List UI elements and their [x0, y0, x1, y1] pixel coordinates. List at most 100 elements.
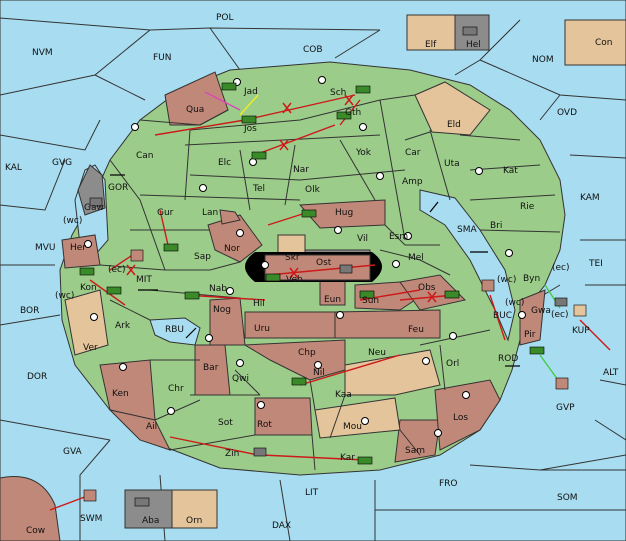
label-gor: GOR [108, 183, 128, 193]
label-nil: Nil [313, 368, 325, 378]
label-kam: KAM [580, 193, 600, 203]
label-kat: Kat [503, 166, 518, 176]
label-fro: FRO [439, 479, 458, 489]
label-elf: Elf [425, 40, 437, 50]
label-mel: Mel [408, 253, 424, 263]
label-car: Car [405, 148, 421, 158]
label-sun: Sun [362, 296, 379, 306]
label-obs: Obs [418, 283, 436, 293]
label-kon: Kon [80, 283, 97, 293]
label-sot: Sot [218, 418, 233, 428]
label-nom: NOM [532, 55, 554, 65]
label-feu: Feu [408, 325, 424, 335]
label-gaw: Gaw [84, 203, 104, 213]
label-elc: Elc [218, 158, 231, 168]
label-bor: BOR [20, 306, 39, 316]
label-wc1: (wc) [63, 216, 82, 226]
label-wc2: (wc) [55, 291, 74, 301]
label-cow: Cow [26, 526, 45, 536]
label-mit: MIT [136, 275, 152, 285]
label-cob: COB [303, 45, 323, 55]
label-byn: Byn [523, 274, 540, 284]
label-los: Los [453, 413, 468, 423]
label-kaa: Kaa [335, 390, 352, 400]
move-arrows [49, 94, 611, 511]
label-hil: Hil [253, 299, 265, 309]
label-ec2: (ec) [552, 263, 570, 273]
label-pir: Pir [524, 330, 536, 340]
label-bar: Bar [203, 363, 219, 373]
support-arrow-magenta [204, 91, 241, 111]
label-ost: Ost [316, 258, 332, 268]
label-ovd: OVD [557, 108, 577, 118]
label-ec3: (ec) [551, 310, 569, 320]
label-gvp: GVP [556, 403, 575, 413]
label-vil: Vil [357, 234, 368, 244]
label-nor: Nor [224, 244, 240, 254]
label-rod: ROD [498, 354, 518, 364]
inner-sea-sma [419, 189, 516, 342]
label-nab: Nab [209, 284, 227, 294]
label-chr: Chr [168, 384, 184, 394]
label-olk: Olk [305, 185, 321, 195]
label-rot: Rot [257, 420, 272, 430]
label-mou: Mou [343, 422, 362, 432]
label-orl: Orl [446, 359, 459, 369]
canal-arrows [110, 174, 520, 367]
label-sap: Sap [194, 252, 211, 262]
label-tel: Tel [252, 184, 265, 194]
label-gvg: GVG [52, 158, 72, 168]
label-jad: Jad [243, 87, 258, 97]
label-sch: Sch [330, 88, 346, 98]
label-ver: Ver [83, 343, 98, 353]
failed-orders [126, 94, 437, 303]
label-swm: SWM [80, 514, 102, 524]
label-gur: Gur [157, 208, 174, 218]
sea-borders [0, 17, 626, 541]
province-labels: POL FUN COB NVM NOM Elf Hel Con OVD KAL … [5, 13, 619, 536]
units [79, 26, 587, 507]
label-gwa: Gwa [531, 306, 551, 316]
label-uru: Uru [254, 324, 270, 334]
label-kup: KUP [572, 326, 590, 336]
label-eun: Eun [324, 295, 341, 305]
label-neu: Neu [368, 348, 386, 358]
label-dor: DOR [27, 372, 47, 382]
label-ark: Ark [115, 321, 131, 331]
label-sam: Sam [405, 446, 425, 456]
label-eld: Eld [447, 120, 461, 130]
label-chp: Chp [298, 348, 316, 358]
supply-centers [84, 76, 526, 437]
label-qua: Qua [186, 105, 204, 115]
label-buc: BUC [493, 311, 512, 321]
label-rie: Rie [520, 202, 535, 212]
label-pol: POL [216, 13, 234, 23]
label-jos: Jos [243, 124, 257, 134]
label-bri: Bri [490, 221, 502, 231]
label-lan: Lan [202, 208, 218, 218]
label-zin: Zin [225, 449, 239, 459]
label-yok: Yok [355, 148, 372, 158]
label-uta: Uta [444, 159, 460, 169]
label-dax: DAX [272, 521, 291, 531]
label-orn: Orn [186, 516, 202, 526]
label-alt: ALT [603, 368, 619, 378]
label-ec1: (ec) [108, 265, 126, 275]
land-borders [99, 94, 561, 471]
label-hel: Hel [466, 40, 481, 50]
label-her: Her [70, 243, 86, 253]
label-som: SOM [557, 493, 578, 503]
label-ail: Ail [146, 422, 157, 432]
label-kal: KAL [5, 163, 22, 173]
label-nog: Nog [213, 305, 231, 315]
label-kar: Kar [340, 453, 355, 463]
label-mvu: MVU [35, 243, 56, 253]
label-can: Can [136, 151, 154, 161]
label-wc4: (wc) [505, 298, 524, 308]
label-fun: FUN [153, 53, 172, 63]
label-con: Con [595, 38, 613, 48]
label-tei: TEI [588, 259, 603, 269]
label-sma: SMA [457, 225, 477, 235]
label-nvm: NVM [32, 48, 53, 58]
label-wc3: (wc) [497, 275, 516, 285]
